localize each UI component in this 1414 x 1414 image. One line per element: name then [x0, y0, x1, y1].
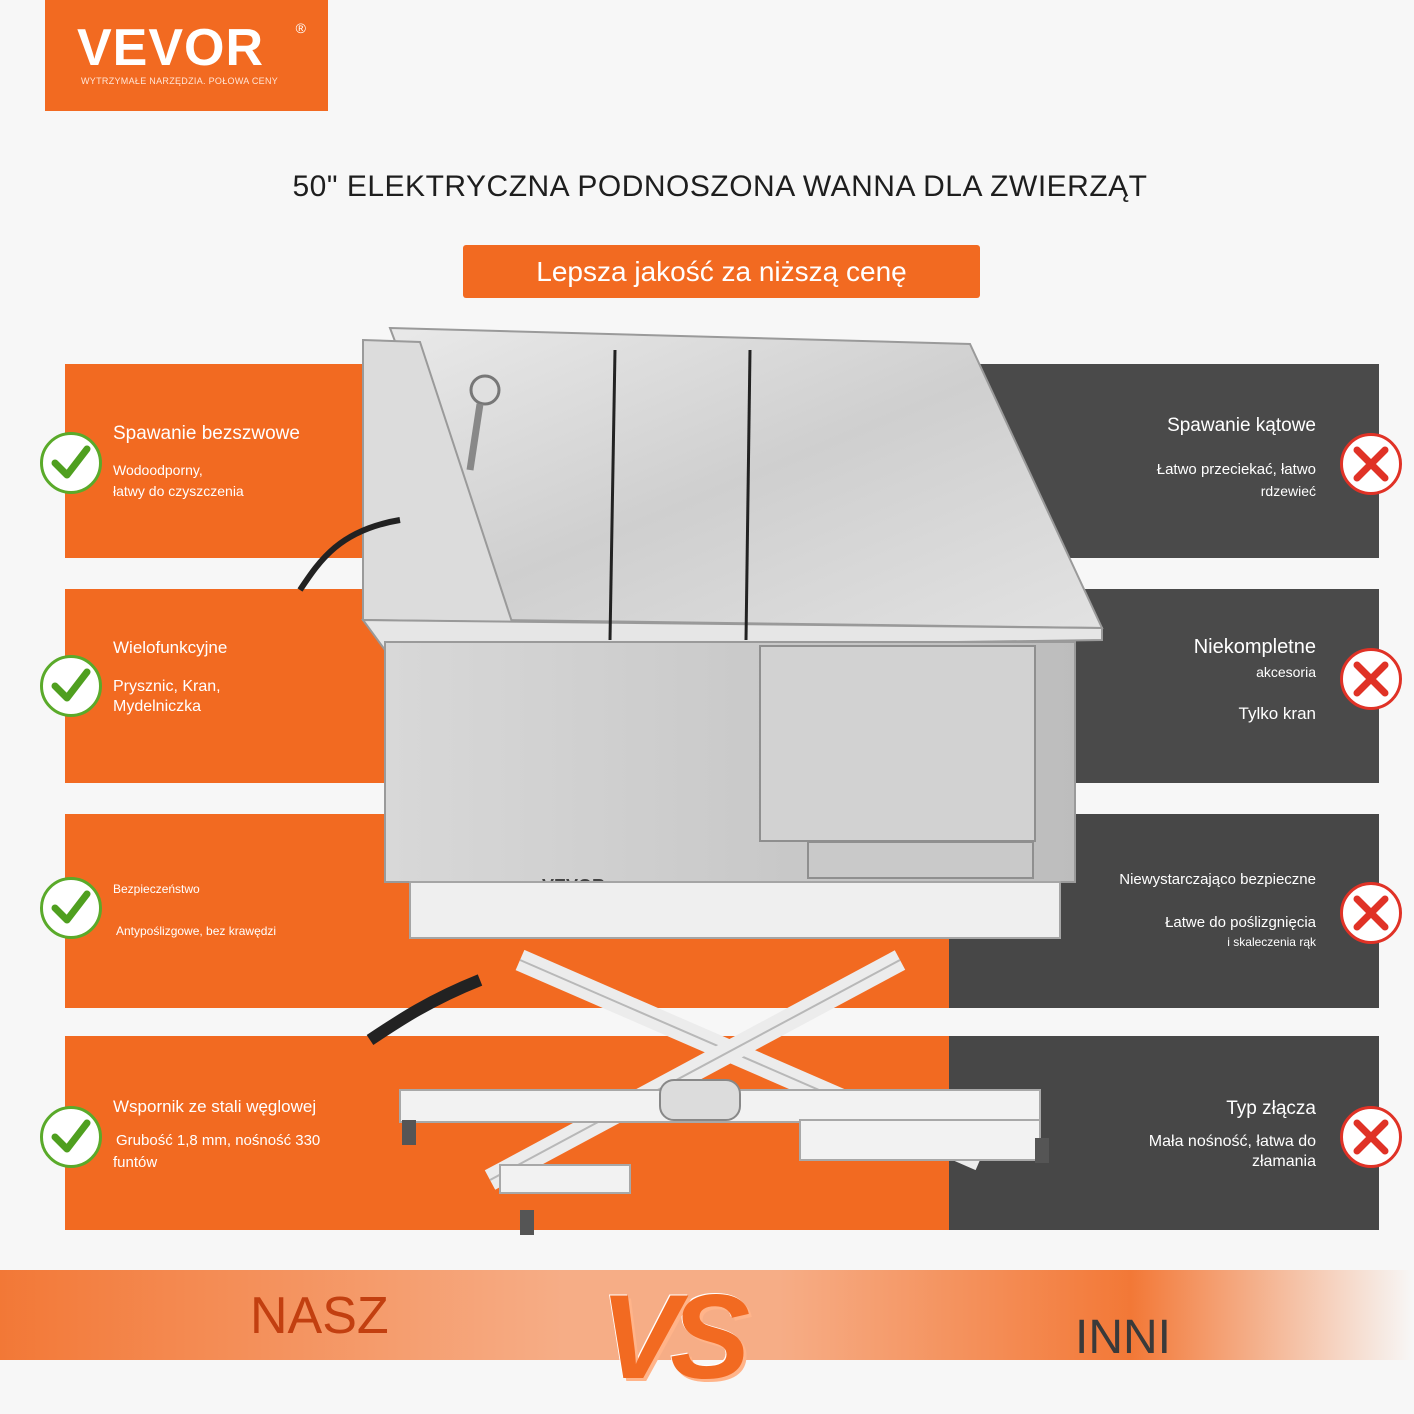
our-feature-heading: Wielofunkcyjne: [113, 638, 228, 657]
our-feature-heading: Bezpieczeństwo: [113, 882, 200, 896]
our-feature-heading: Wspornik ze stali węglowej: [113, 1097, 317, 1116]
our-feature-line: Antypoślizgowe, bez krawędzi: [116, 924, 277, 938]
their-feature-line: akcesoria: [1256, 664, 1316, 680]
vs-strip: [0, 1270, 1414, 1360]
page-title: 50" ELEKTRYCZNA PODNOSZONA WANNA DLA ZWI…: [292, 170, 1148, 203]
others-label: INNI: [1075, 1311, 1171, 1364]
our-feature-line: Mydelniczka: [113, 698, 202, 715]
cross-icon: [1340, 648, 1402, 710]
our-feature-line: łatwy do czyszczenia: [113, 483, 244, 499]
our-feature-line: funtów: [113, 1154, 158, 1171]
our-feature-line: Wodoodporny,: [113, 462, 203, 478]
cross-icon: [1340, 1106, 1402, 1168]
cross-icon: [1340, 882, 1402, 944]
their-feature-heading: Typ złącza: [1226, 1098, 1316, 1119]
registered-mark: ®: [295, 20, 306, 36]
their-feature-line: złamania: [1251, 1153, 1316, 1170]
brand-name: VEVOR: [77, 19, 265, 77]
our-feature-line: Prysznic, Kran,: [113, 678, 221, 695]
our-feature-heading: Spawanie bezszwowe: [113, 423, 300, 444]
check-icon: [40, 655, 102, 717]
check-icon: [40, 1106, 102, 1168]
their-feature-line: Łatwo przeciekać, łatwo: [1156, 461, 1316, 478]
brand-logo: VEVOR ® WYTRZYMAŁE NARZĘDZIA. POŁOWA CEN…: [45, 0, 328, 111]
their-feature-heading: Niekompletne: [1193, 636, 1316, 658]
pet-tub-image: VEVOR: [297, 326, 1104, 1235]
check-icon: [40, 877, 102, 939]
cross-icon: [1340, 433, 1402, 495]
their-feature-line: rdzewieć: [1260, 483, 1316, 499]
brand-tagline: WYTRZYMAŁE NARZĘDZIA. POŁOWA CENY: [81, 76, 279, 86]
ours-label: NASZ: [250, 1287, 389, 1345]
check-icon: [40, 432, 102, 494]
their-feature-line: Łatwe do poślizgnięcia: [1165, 914, 1316, 931]
their-feature-line: Mała nośność, łatwa do: [1148, 1133, 1316, 1150]
promo-banner: Lepsza jakość za niższą cenę: [463, 245, 980, 298]
their-feature-line: Tylko kran: [1238, 704, 1316, 723]
their-feature-line: i skaleczenia rąk: [1227, 935, 1316, 949]
their-feature-heading: Niewystarczająco bezpieczne: [1119, 871, 1316, 888]
vs-mark: VS: [600, 1270, 750, 1404]
our-feature-line: Grubość 1,8 mm, nośność 330: [116, 1132, 321, 1149]
their-feature-heading: Spawanie kątowe: [1167, 415, 1316, 436]
